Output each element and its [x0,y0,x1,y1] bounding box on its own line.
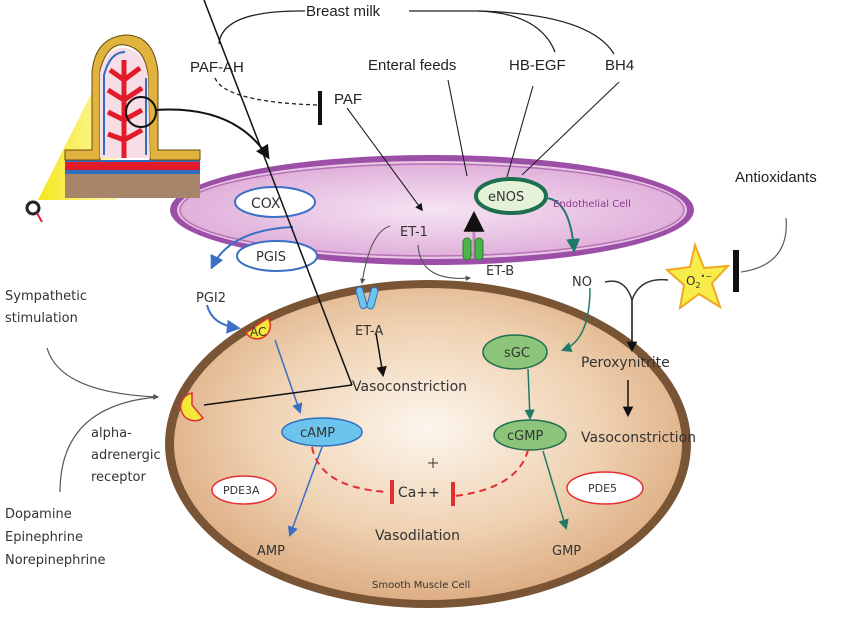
antioxidant-line [740,217,787,273]
eta-to-vasoconstriction-arrow [375,332,387,378]
pde3a-label: PDE3A [223,484,260,497]
amp-label: AMP [257,544,285,559]
ac-label: AC [250,325,266,339]
antioxidant-inhibit-bar [733,250,739,292]
catecholamine-epinephrine: Epinephrine [5,530,83,545]
sgc-node [482,334,548,370]
ac-to-camp-arrow [274,339,303,414]
etb-label: ET-B [486,264,514,279]
eta-receptor [355,286,379,310]
no-to-sgc-arrow [561,287,591,352]
ca-inhibit-bar-left [390,480,394,504]
et1-to-etb-arrow [417,244,472,282]
cgmp-to-gmp-arrow [542,450,569,531]
superoxide-merge-line [631,278,669,301]
enos-node [474,177,548,215]
vasodilation-label: Vasodilation [375,528,460,544]
vasoconstriction-center-label: Vasoconstriction [352,379,467,395]
top-connector-lines [214,10,620,212]
cox-node [234,186,316,218]
cgmp-node [493,419,567,451]
cox-label: COX [251,196,281,212]
superoxide-star-icon [664,241,731,311]
gmp-label: GMP [552,544,581,559]
catecholamine-arrow [59,396,159,493]
sgc-label: sGC [504,346,530,361]
pgi2-label: PGI2 [196,291,226,306]
peroxynitrite-label: Peroxynitrite [581,355,670,371]
pgis-node [236,240,318,272]
artist-signature [599,554,613,566]
alpha-label-line1: alpha- [91,426,132,441]
paf-label: PAF [334,91,362,108]
cgmp-label: cGMP [507,429,543,444]
paf-inhibit-bar [318,91,322,125]
sgc-to-cgmp-arrow [524,368,535,421]
antioxidants-label: Antioxidants [735,169,817,186]
paf-ah-label: PAF-AH [190,59,244,76]
ca-inhibit-bar-right [451,482,455,506]
alpha-to-vasoconstriction-line [203,0,353,386]
cgmp-inhibit-ca-line [454,449,529,497]
enos-label: eNOS [488,190,524,205]
superoxide-label: O2•− [686,272,712,290]
enos-to-no-arrow [545,197,581,253]
sympathetic-arrow [46,347,160,400]
pgis-label: PGIS [256,250,286,265]
pde3a-node [211,475,277,505]
bh4-label: BH4 [605,57,634,74]
ca-label: Ca++ [398,485,440,501]
breast-milk-label: Breast milk [306,3,381,20]
alpha-adrenergic-receptor [179,392,205,422]
endothelial-cell [170,155,694,265]
alpha-label-line2: adrenergic [91,448,161,463]
catecholamine-norepinephrine: Norepinephrine [5,553,106,568]
camp-label: cAMP [300,426,335,441]
intestinal-villus-illustration [25,34,270,223]
hb-egf-label: HB-EGF [509,57,566,74]
center-crosshair [428,458,438,468]
no-merge-line [604,280,633,301]
ac-receptor [244,316,272,340]
sympathetic-label-line1: Sympathetic [5,289,87,304]
etb-receptor [462,237,484,261]
et1-to-eta-arrow [359,225,391,285]
et1-label: ET-1 [400,225,428,240]
eta-label: ET-A [355,324,383,339]
pde5-node [566,471,644,505]
endothelial-cell-label: Endothelial Cell [553,199,631,210]
cox-to-pgi2-arrow [210,226,294,270]
paf-ah-inhibit-line [214,77,319,106]
vasoconstriction-right-label: Vasoconstriction [581,430,696,446]
camp-node [281,417,363,447]
magnifier-icon [25,200,43,223]
enteral-feeds-label: Enteral feeds [368,57,456,74]
sympathetic-label-line2: stimulation [5,311,78,326]
camp-inhibit-ca-line [311,446,389,493]
catecholamine-dopamine: Dopamine [5,507,72,522]
pde5-label: PDE5 [588,482,617,495]
smooth-muscle-cell-label: Smooth Muscle Cell [372,580,470,591]
alpha-label-line3: receptor [91,470,147,485]
no-label: NO [572,275,592,290]
pgi2-to-ac-arrow [206,304,241,334]
